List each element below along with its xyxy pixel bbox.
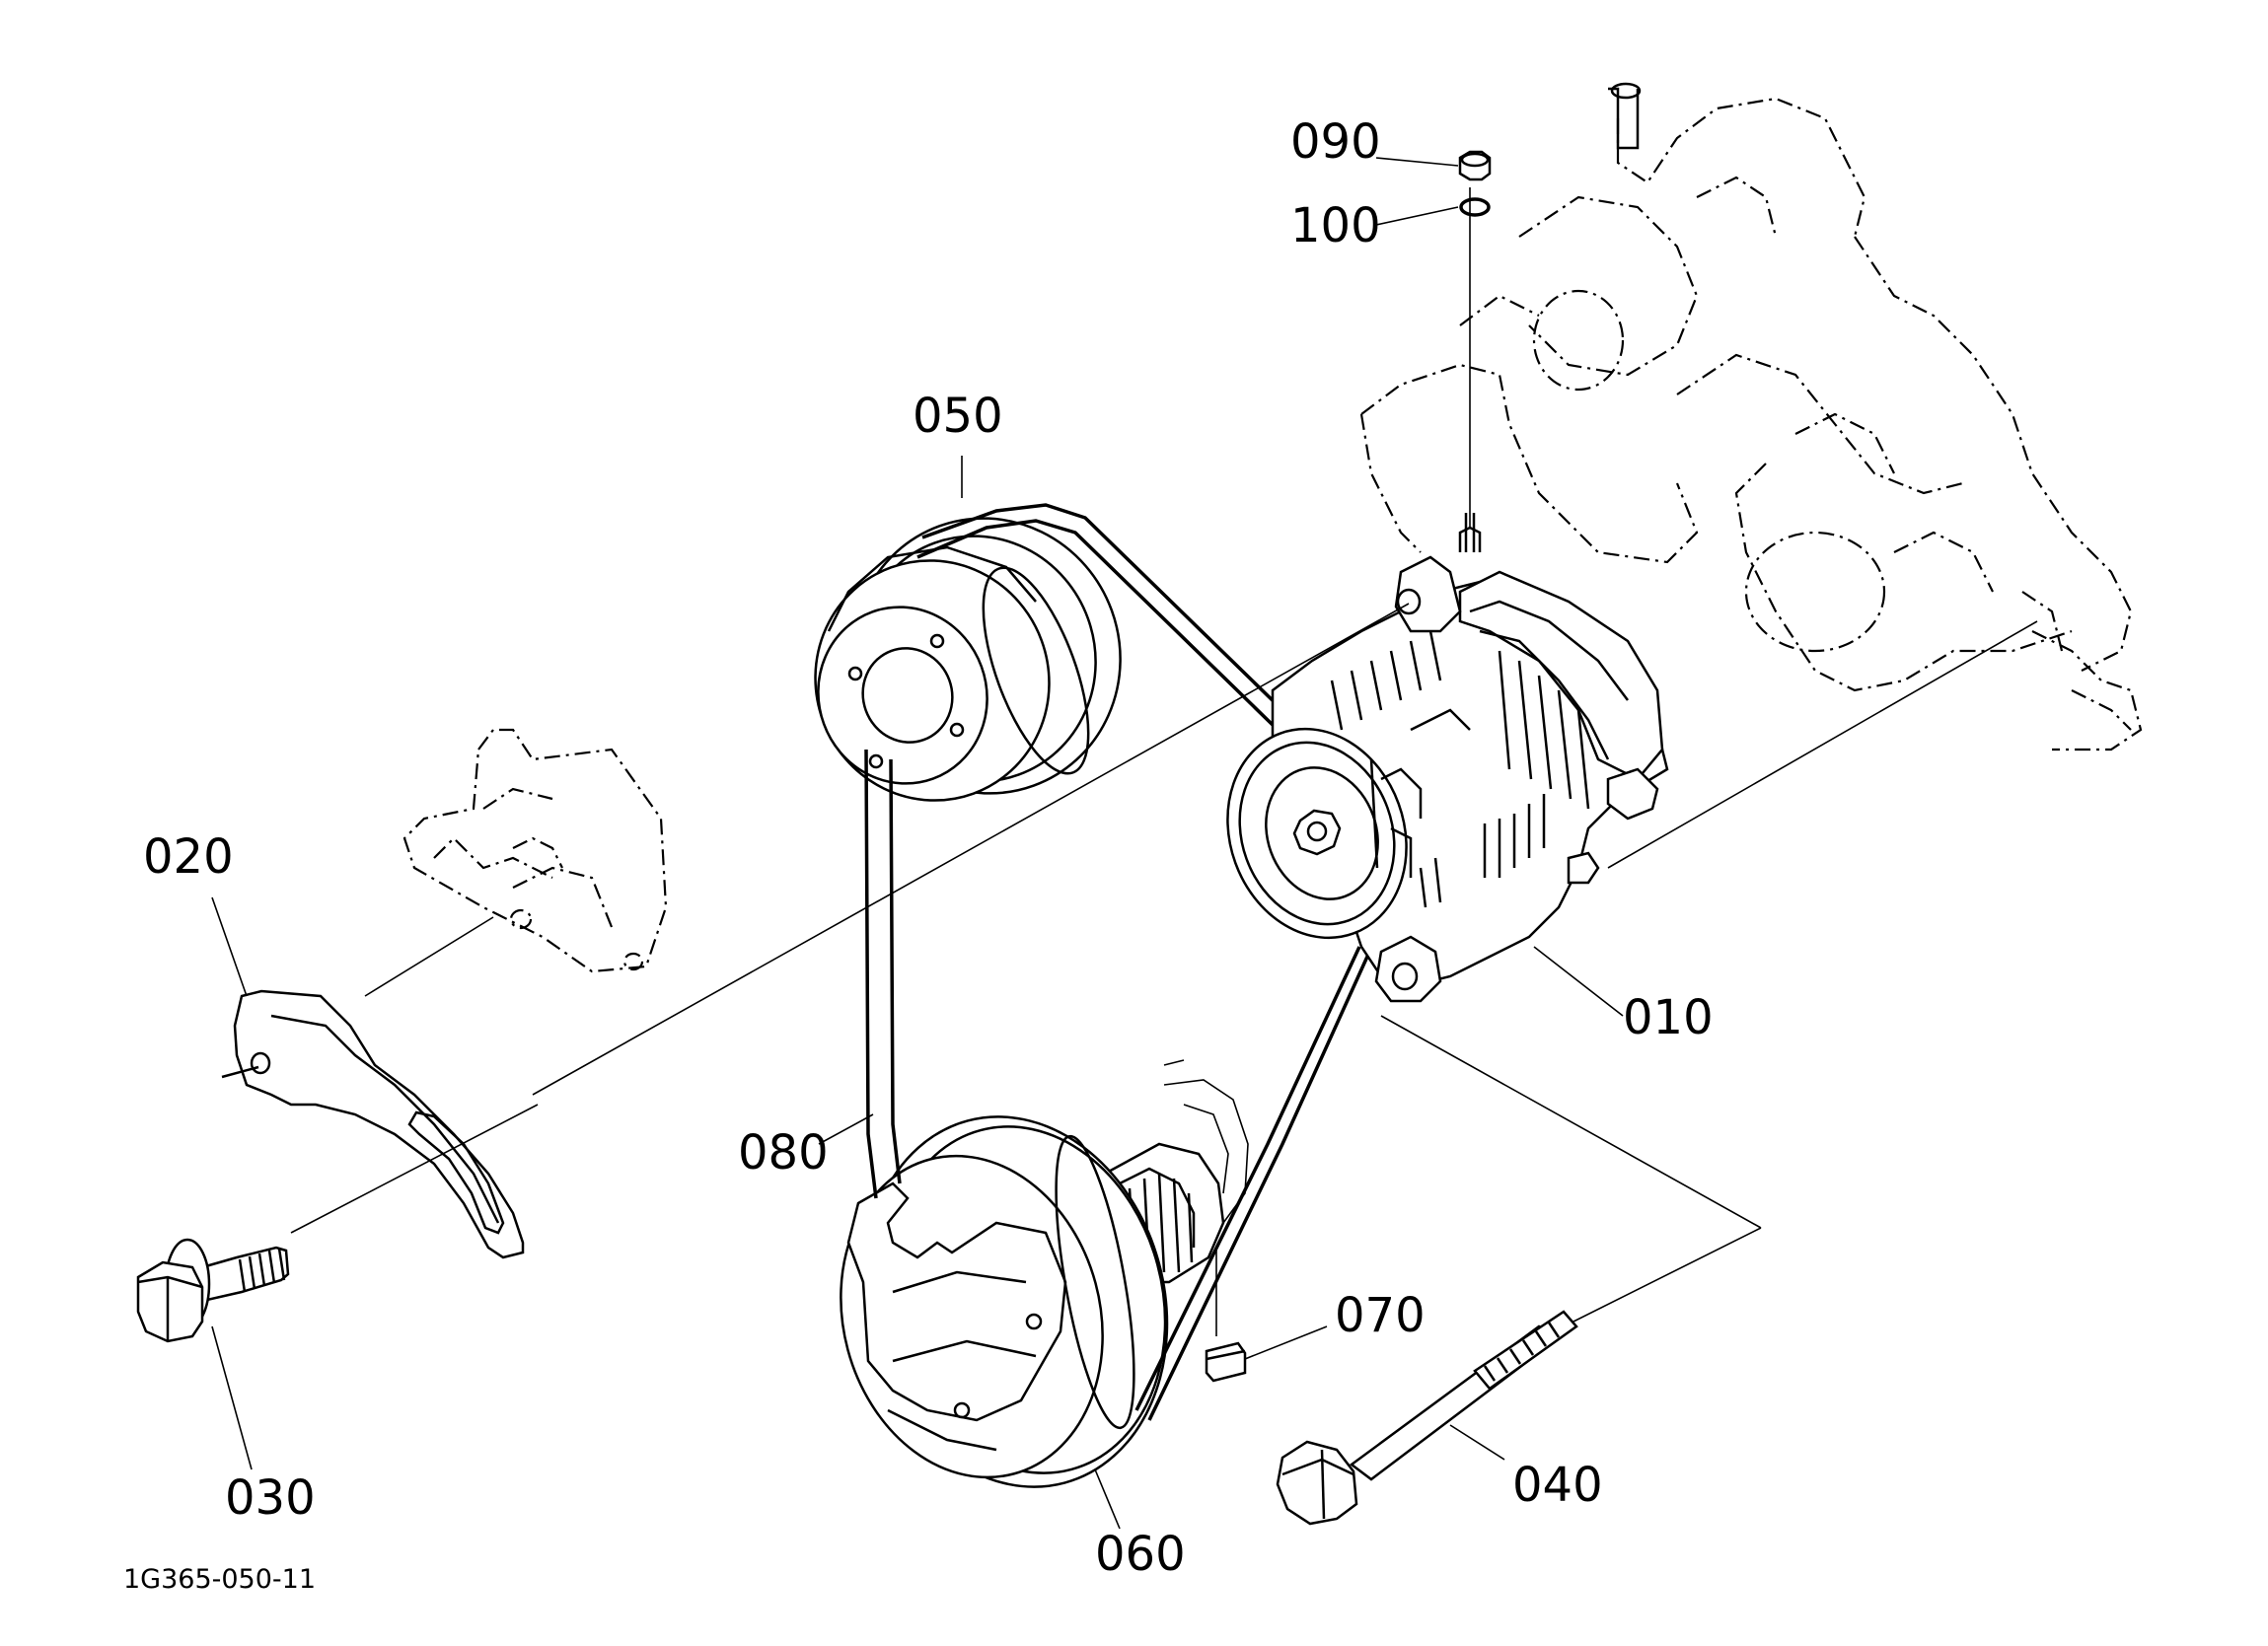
callout-050: 050: [913, 389, 1003, 444]
callout-100: 100: [1290, 198, 1381, 253]
callout-060: 060: [1095, 1527, 1186, 1582]
spring-washer: [1459, 197, 1491, 217]
assembly-lines: [290, 187, 2038, 1323]
fan-drive-pulley: [814, 517, 1122, 802]
callout-labels: 090 100 050 020 010 080 070 040 030 060: [143, 114, 1714, 1582]
callout-030: 030: [225, 1470, 316, 1526]
leader-lines: [211, 157, 1624, 1530]
feather-key: [1205, 1248, 1247, 1383]
callout-040: 040: [1512, 1458, 1603, 1513]
bolt-030: [136, 1238, 290, 1343]
callout-020: 020: [143, 829, 234, 885]
crankshaft-pulley: [840, 1059, 1249, 1488]
callout-080: 080: [738, 1125, 829, 1181]
adjusting-plate: [221, 989, 525, 1259]
drawing-id: 1G365-050-11: [123, 1564, 316, 1595]
callout-010: 010: [1623, 990, 1714, 1045]
hex-nut: [1458, 150, 1492, 181]
engine-housing-phantom: [1359, 82, 2143, 751]
mounting-block-phantom: [402, 728, 668, 973]
callout-090: 090: [1290, 114, 1381, 170]
callout-070: 070: [1335, 1288, 1426, 1343]
bolt-040: [1276, 1310, 1578, 1526]
alternator: [1226, 513, 1669, 1003]
